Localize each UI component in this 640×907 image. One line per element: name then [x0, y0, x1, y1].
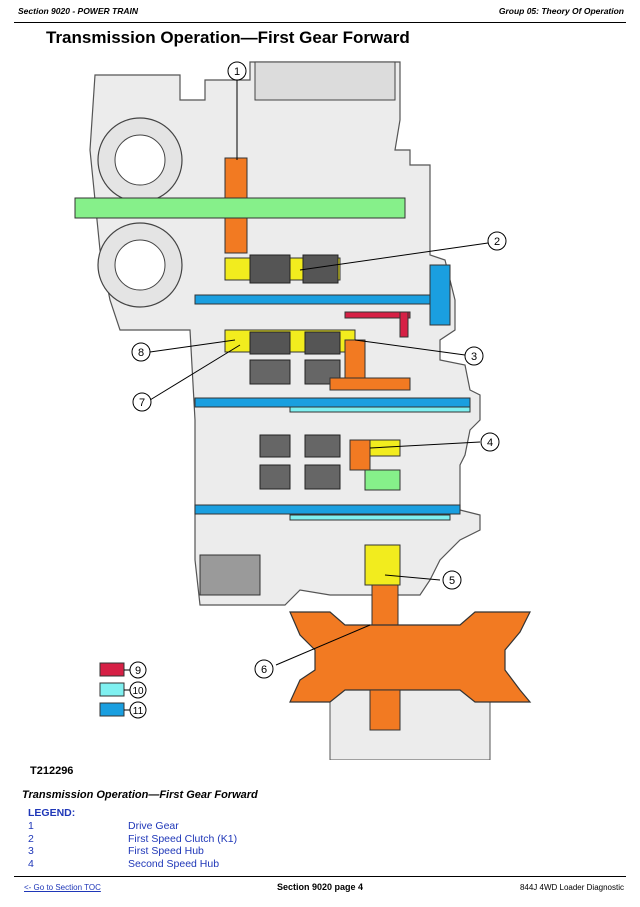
callout-7: 7: [132, 392, 152, 412]
callout-2: 2: [487, 231, 507, 251]
svg-text:11: 11: [133, 706, 144, 717]
output-gear-train: [289, 339, 532, 731]
svg-text:4: 4: [487, 437, 493, 449]
legend-number: 1: [28, 820, 34, 832]
drive-shaft: [74, 157, 406, 254]
countershafts: [194, 264, 471, 521]
legend-item: 4 Second Speed Hub: [28, 858, 328, 871]
legend-item: 3 First Speed Hub: [28, 845, 328, 858]
svg-text:2: 2: [494, 236, 500, 248]
svg-text:3: 3: [471, 351, 477, 363]
section-toc-link[interactable]: <- Go to Section TOC: [24, 883, 101, 892]
legend-label: Drive Gear: [128, 820, 179, 832]
callout-1: 1: [227, 61, 247, 81]
svg-text:10: 10: [132, 686, 144, 697]
svg-text:7: 7: [139, 397, 145, 409]
page-header: Section 9020 - POWER TRAIN Group 05: The…: [14, 0, 626, 23]
legend-number: 3: [28, 845, 34, 857]
clutch-packs: [224, 254, 401, 491]
document-title: 844J 4WD Loader Diagnostic: [519, 883, 624, 892]
callout-3: 3: [464, 346, 484, 366]
page-footer: <- Go to Section TOC Section 9020 page 4…: [14, 876, 626, 897]
callout-8: 8: [131, 342, 151, 362]
legend-label: First Speed Clutch (K1): [128, 832, 238, 845]
callout-leaders: [149, 80, 489, 666]
legend-number: 4: [28, 857, 34, 870]
group-label: Group 05: Theory Of Operation: [498, 6, 624, 16]
color-swatch-10: [99, 682, 125, 697]
color-swatch-11: [99, 702, 125, 717]
callout-5: 5: [442, 570, 462, 590]
transmission-diagram: 1 2 3 4 5 6 7 8 9 10 11: [74, 61, 532, 760]
legend-list: 1 Drive Gear 2 First Speed Clutch (K1) 3…: [28, 820, 328, 870]
svg-text:1: 1: [234, 66, 240, 78]
legend-label: Second Speed Hub: [128, 857, 220, 870]
svg-text:9: 9: [135, 665, 141, 677]
legend-item: 2 First Speed Clutch (K1): [28, 833, 328, 846]
legend-number: 2: [28, 832, 34, 845]
page-title: Transmission Operation—First Gear Forwar…: [46, 28, 410, 47]
legend-heading: LEGEND:: [28, 807, 76, 819]
page-number: Section 9020 page 4: [276, 882, 364, 892]
callout-4: 4: [480, 432, 500, 452]
legend-label: First Speed Hub: [128, 845, 204, 857]
section-label: Section 9020 - POWER TRAIN: [18, 6, 138, 16]
callout-6: 6: [254, 659, 274, 679]
svg-text:5: 5: [449, 575, 455, 587]
color-swatch-9: [99, 662, 125, 677]
svg-text:6: 6: [261, 664, 267, 676]
svg-text:8: 8: [138, 347, 144, 359]
figure-caption: Transmission Operation—First Gear Forwar…: [22, 789, 258, 801]
legend-item: 1 Drive Gear: [28, 820, 328, 833]
color-key: 9 10 11: [99, 661, 147, 719]
figure-id: T212296: [30, 765, 74, 777]
